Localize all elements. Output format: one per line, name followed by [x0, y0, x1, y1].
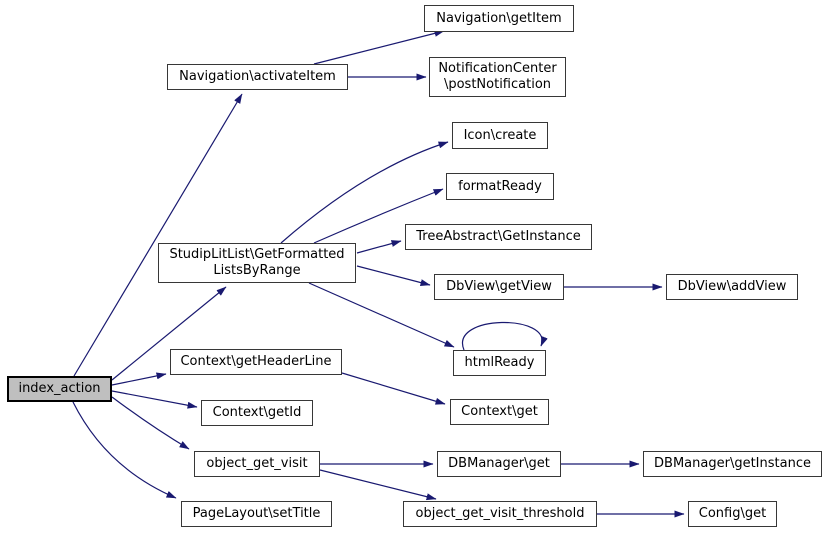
node-studiplitlist-getformattedlistsbyrange[interactable]: StudipLitList\GetFormatted ListsByRange [158, 243, 356, 283]
edge-index_action-to-context_getid [111, 390, 198, 409]
edge-navigation_activateitem-to-navigation_getitem [313, 29, 445, 65]
node-treeabstract-getinstance[interactable]: TreeAbstract\GetInstance [405, 224, 592, 250]
edge-studiplitlist-to-htmlready [308, 282, 455, 348]
node-object-get-visit[interactable]: object_get_visit [194, 451, 320, 477]
node-formatready[interactable]: formatReady [446, 173, 554, 200]
node-navigation-getitem[interactable]: Navigation\getItem [424, 5, 574, 32]
edge-index_action-to-navigation_activateitem [73, 93, 243, 377]
node-dbview-getview[interactable]: DbView\getView [434, 274, 564, 300]
edge-studiplitlist-to-icon_create [280, 141, 449, 244]
node-context-getheaderline[interactable]: Context\getHeaderLine [170, 349, 342, 375]
node-label-line: \postNotification [443, 77, 552, 92]
node-label-line: StudipLitList\GetFormatted [169, 247, 345, 262]
node-index-action-current: index_action [7, 376, 112, 402]
edge-htmlready-self-loop [461, 321, 548, 351]
edge-index_action-to-object_get_visit [111, 396, 190, 450]
node-navigation-activateitem[interactable]: Navigation\activateItem [167, 64, 348, 90]
node-dbmanager-get[interactable]: DBManager\get [437, 451, 561, 477]
node-icon-create[interactable]: Icon\create [452, 122, 548, 149]
edge-context_getheaderline-to-context_get [341, 372, 446, 405]
node-object-get-visit-threshold[interactable]: object_get_visit_threshold [403, 501, 597, 527]
node-dbview-addview[interactable]: DbView\addView [666, 274, 798, 300]
node-htmlready[interactable]: htmlReady [453, 350, 546, 376]
node-label-line: ListsByRange [213, 263, 301, 278]
node-label-line: NotificationCenter [438, 61, 557, 76]
node-notificationcenter-postnotification[interactable]: NotificationCenter \postNotification [429, 57, 566, 97]
node-dbmanager-getinstance[interactable]: DBManager\getInstance [643, 451, 822, 477]
node-context-getid[interactable]: Context\getId [201, 400, 313, 426]
edge-index_action-to-studiplitlist [111, 286, 227, 381]
edge-studiplitlist-to-treeabstract_getinstance [356, 240, 402, 254]
edge-object_get_visit-to-threshold [319, 469, 437, 501]
node-context-get[interactable]: Context\get [450, 399, 549, 425]
node-config-get[interactable]: Config\get [688, 501, 777, 527]
node-pagelayout-settitle[interactable]: PageLayout\setTitle [181, 501, 332, 527]
edge-studiplitlist-to-dbview_getview [356, 265, 431, 286]
edge-studiplitlist-to-formatready [313, 188, 444, 244]
edge-index_action-to-pagelayout_settitle [72, 401, 177, 499]
edge-index_action-to-context_getheaderline [111, 372, 167, 386]
